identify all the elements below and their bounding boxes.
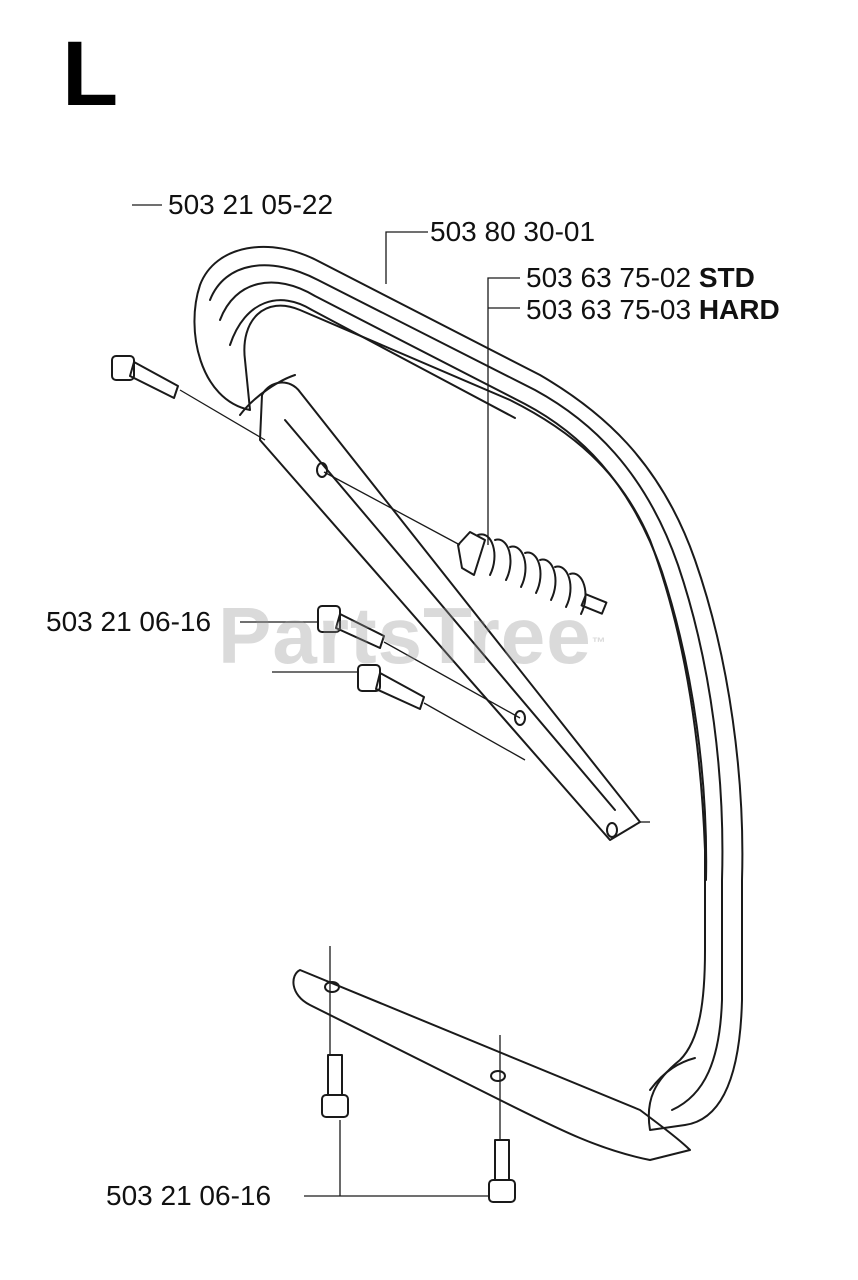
- leader-screw-top: [179, 389, 266, 441]
- callout-503-63-75-03: 503 63 75-03 HARD: [526, 294, 780, 326]
- callout-variant-hard: HARD: [698, 294, 780, 325]
- leader-screw-mid-2: [272, 671, 526, 761]
- handle-rib-3: [229, 299, 516, 419]
- callout-part-number: 503 63 75-03: [526, 294, 692, 325]
- bracket-hole-left: [324, 981, 340, 993]
- callout-part-number: 503 21 06-16: [106, 1180, 272, 1211]
- screw-mid-2: [357, 664, 425, 710]
- handle-rib-1: [209, 264, 724, 1111]
- leader-spring-strut: [323, 471, 461, 546]
- vibration-spring: [457, 531, 608, 615]
- bottom-bracket: [292, 969, 691, 1161]
- handle-rib-2: [219, 281, 708, 881]
- watermark: PartsTree™: [218, 591, 607, 680]
- handle-end-cap-bottom: [649, 1057, 696, 1091]
- callout-part-number: 503 21 06-16: [46, 606, 212, 637]
- section-letter: L: [62, 23, 119, 125]
- screw-mid-1: [317, 605, 385, 649]
- support-strut: [259, 381, 641, 841]
- leader-503-21-06-16-bottom: [304, 1120, 488, 1197]
- callout-503-21-06-16-bottom: 503 21 06-16: [106, 1180, 271, 1212]
- leader-503-63-75: [487, 277, 520, 545]
- callout-variant-std: STD: [698, 262, 755, 293]
- handle-end-cap-top: [239, 374, 296, 416]
- screw-top-left: [111, 355, 179, 399]
- leader-screw-mid-1: [383, 641, 521, 719]
- callout-part-number: 503 63 75-02: [526, 262, 692, 293]
- callout-503-21-05-22: 503 21 05-22: [168, 189, 333, 221]
- strut-hole-bottom: [606, 822, 618, 838]
- screw-bottom-right: [488, 1139, 516, 1203]
- screw-bottom-left: [321, 1054, 349, 1118]
- leader-503-80-30-01: [385, 231, 428, 284]
- strut-hole-mid: [514, 710, 526, 726]
- bracket-hole-right: [490, 1070, 506, 1082]
- callout-503-80-30-01: 503 80 30-01: [430, 216, 595, 248]
- strut-inner: [284, 419, 616, 811]
- callout-503-21-06-16-mid: 503 21 06-16: [46, 606, 211, 638]
- callout-part-number: 503 21 05-22: [168, 189, 334, 220]
- callout-503-63-75-02: 503 63 75-02 STD: [526, 262, 755, 294]
- callout-part-number: 503 80 30-01: [430, 216, 596, 247]
- strut-hole-top: [316, 462, 328, 478]
